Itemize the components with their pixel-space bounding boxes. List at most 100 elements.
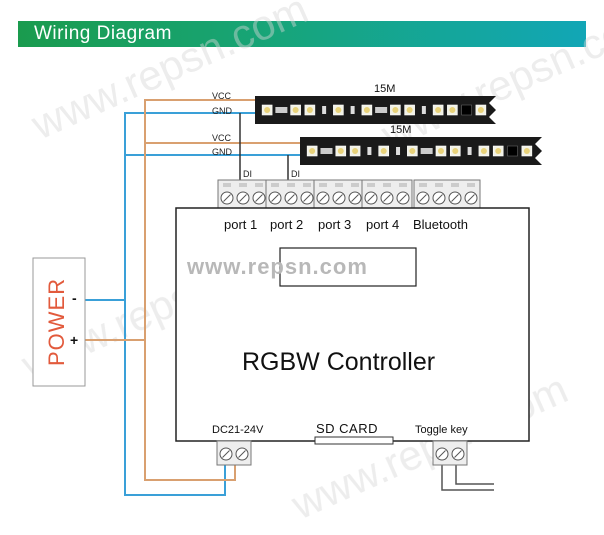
terminal-tab — [319, 183, 327, 187]
screw-slot — [335, 194, 343, 202]
led-chip-core — [335, 107, 342, 113]
display-watermark-text: www.repsn.com — [186, 254, 368, 279]
screw-slot — [287, 194, 295, 202]
controller-display — [279, 247, 417, 287]
port-label-3: port 3 — [318, 217, 351, 232]
ic-chip — [507, 145, 518, 157]
led-chip-core — [437, 148, 444, 154]
solder-pad — [275, 107, 288, 113]
watermark-text: www.repsn.com — [24, 0, 315, 149]
strip2-vcc-label: VCC — [212, 133, 232, 143]
terminal-tab — [383, 183, 391, 187]
negative-wire — [85, 112, 300, 496]
screw-slot — [222, 450, 230, 458]
screw-slot — [367, 194, 375, 202]
header-banner: Wiring Diagram — [18, 21, 586, 47]
led-chip-core — [292, 107, 299, 113]
screw-slot — [303, 194, 311, 202]
strip1-vcc-label: VCC — [212, 91, 232, 101]
screw-slot — [467, 194, 475, 202]
sd-card-slot — [314, 436, 394, 445]
port-label-1: port 1 — [224, 217, 257, 232]
screw-slot — [271, 194, 279, 202]
dc-input-label: DC21-24V — [212, 424, 264, 436]
power-label: POWER — [44, 278, 69, 366]
terminal-tab — [399, 183, 407, 187]
led-chip-core — [380, 148, 387, 154]
port-label-4: port 4 — [366, 217, 399, 232]
led-strip-2: 15M — [300, 124, 542, 165]
led-chip-core — [409, 148, 416, 154]
power-plus-label: + — [70, 332, 78, 348]
led-chip-core — [477, 107, 484, 113]
screw-slot — [435, 194, 443, 202]
strip1-di-label: DI — [243, 169, 252, 179]
led-chip-core — [523, 148, 530, 154]
resistor — [467, 147, 472, 155]
screw-slot — [255, 194, 263, 202]
resistor — [322, 106, 327, 114]
toggle-key-leads — [441, 465, 494, 491]
power-minus-label: - — [72, 290, 77, 306]
screw-slot — [419, 194, 427, 202]
led-chip-core — [435, 107, 442, 113]
resistor — [350, 106, 355, 114]
screw-slot — [383, 194, 391, 202]
terminal-tab — [451, 183, 459, 187]
terminal-tab — [271, 183, 279, 187]
led-chip-core — [352, 148, 359, 154]
led-chip-core — [449, 107, 456, 113]
strip1-length-label: 15M — [374, 83, 395, 95]
sd-card-label: SD CARD — [316, 421, 378, 436]
screw-slot — [238, 450, 246, 458]
terminal-tab — [255, 183, 263, 187]
terminal-tab — [223, 183, 231, 187]
led-chip-core — [406, 107, 413, 113]
terminal-tab — [335, 183, 343, 187]
resistor — [396, 147, 401, 155]
screw-slot — [319, 194, 327, 202]
port-label-bluetooth: Bluetooth — [413, 217, 468, 232]
strip2-di-label: DI — [291, 169, 300, 179]
led-chip-core — [495, 148, 502, 154]
led-chip-core — [309, 148, 316, 154]
port-terminals — [217, 179, 481, 209]
terminal-tab — [367, 183, 375, 187]
screw-slot — [399, 194, 407, 202]
terminal-tab — [287, 183, 295, 187]
screw-slot — [451, 194, 459, 202]
positive-wire — [85, 99, 300, 481]
solder-pad — [375, 107, 388, 113]
led-chip-core — [306, 107, 313, 113]
solder-pad — [320, 148, 333, 154]
led-strip-1: 15M — [255, 83, 496, 124]
terminal-tab — [351, 183, 359, 187]
resistor — [367, 147, 372, 155]
terminal-tab — [467, 183, 475, 187]
power-supply-box — [32, 257, 86, 387]
resistor — [421, 106, 426, 114]
led-chip-core — [337, 148, 344, 154]
controller-title: RGBW Controller — [242, 348, 435, 376]
strip1-gnd-label: GND — [212, 106, 233, 116]
bottom-terminals — [216, 440, 468, 466]
terminal-tab — [303, 183, 311, 187]
toggle-key-label: Toggle key — [415, 424, 468, 436]
screw-slot — [351, 194, 359, 202]
screw-slot — [454, 450, 462, 458]
led-chip-core — [480, 148, 487, 154]
solder-pad — [420, 148, 433, 154]
controller-box — [175, 207, 530, 442]
screw-slot — [239, 194, 247, 202]
port-label-2: port 2 — [270, 217, 303, 232]
terminal-tab — [435, 183, 443, 187]
strip2-length-label: 15M — [390, 124, 411, 136]
terminal-tab — [239, 183, 247, 187]
terminal-tab — [419, 183, 427, 187]
led-chip-core — [392, 107, 399, 113]
ic-chip — [461, 104, 472, 116]
screw-slot — [223, 194, 231, 202]
led-chip-core — [363, 107, 370, 113]
